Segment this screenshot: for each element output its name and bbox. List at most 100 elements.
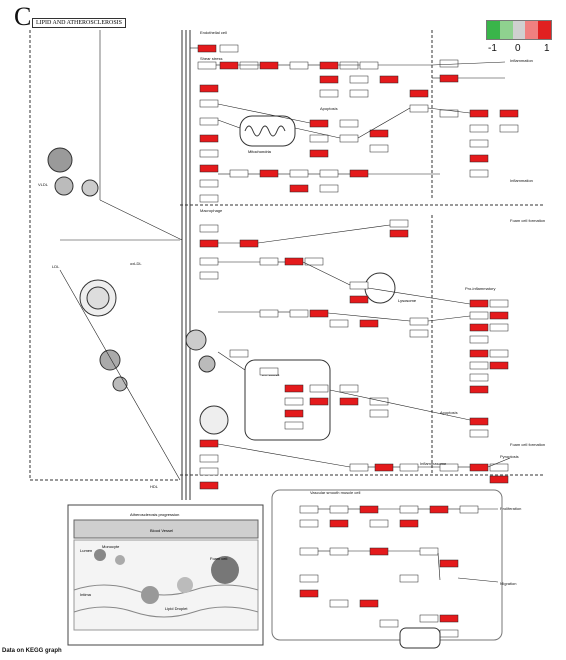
gene-node-upregulated[interactable]	[375, 464, 393, 471]
gene-node[interactable]	[470, 362, 488, 369]
gene-node[interactable]	[420, 548, 438, 555]
gene-node-upregulated[interactable]	[470, 324, 488, 331]
gene-node-upregulated[interactable]	[200, 440, 218, 447]
gene-node[interactable]	[490, 324, 508, 331]
gene-node[interactable]	[400, 575, 418, 582]
gene-node[interactable]	[340, 385, 358, 392]
gene-node-upregulated[interactable]	[300, 590, 318, 597]
gene-node-upregulated[interactable]	[470, 155, 488, 162]
gene-node-upregulated[interactable]	[200, 85, 218, 92]
gene-node-upregulated[interactable]	[200, 165, 218, 172]
gene-node[interactable]	[440, 630, 458, 637]
gene-node[interactable]	[285, 398, 303, 405]
gene-node-upregulated[interactable]	[470, 350, 488, 357]
gene-node-upregulated[interactable]	[220, 62, 238, 69]
gene-node[interactable]	[440, 60, 458, 67]
gene-node-upregulated[interactable]	[310, 150, 328, 157]
gene-node-upregulated[interactable]	[490, 476, 508, 483]
gene-node[interactable]	[260, 310, 278, 317]
gene-node-upregulated[interactable]	[200, 135, 218, 142]
gene-node[interactable]	[330, 320, 348, 327]
gene-node[interactable]	[200, 258, 218, 265]
gene-node[interactable]	[470, 336, 488, 343]
gene-node-upregulated[interactable]	[330, 520, 348, 527]
gene-node-upregulated[interactable]	[500, 110, 518, 117]
gene-node[interactable]	[300, 506, 318, 513]
gene-node[interactable]	[300, 520, 318, 527]
gene-node[interactable]	[200, 455, 218, 462]
gene-node[interactable]	[340, 62, 358, 69]
gene-node-upregulated[interactable]	[320, 62, 338, 69]
gene-node[interactable]	[330, 600, 348, 607]
gene-node-upregulated[interactable]	[440, 75, 458, 82]
gene-node-upregulated[interactable]	[430, 506, 448, 513]
gene-node[interactable]	[400, 506, 418, 513]
gene-node[interactable]	[350, 76, 368, 83]
gene-node[interactable]	[350, 90, 368, 97]
gene-node[interactable]	[300, 548, 318, 555]
gene-node[interactable]	[370, 145, 388, 152]
gene-node-upregulated[interactable]	[285, 410, 303, 417]
gene-node-upregulated[interactable]	[350, 170, 368, 177]
gene-node[interactable]	[340, 120, 358, 127]
gene-node-upregulated[interactable]	[285, 385, 303, 392]
gene-node-upregulated[interactable]	[470, 300, 488, 307]
gene-node-upregulated[interactable]	[320, 76, 338, 83]
gene-node-upregulated[interactable]	[360, 600, 378, 607]
gene-node[interactable]	[460, 506, 478, 513]
gene-node[interactable]	[310, 385, 328, 392]
gene-node[interactable]	[350, 464, 368, 471]
gene-node-upregulated[interactable]	[400, 520, 418, 527]
gene-node[interactable]	[470, 125, 488, 132]
gene-node-upregulated[interactable]	[490, 312, 508, 319]
gene-node-upregulated[interactable]	[410, 90, 428, 97]
gene-node[interactable]	[230, 170, 248, 177]
gene-node-upregulated[interactable]	[370, 548, 388, 555]
gene-node[interactable]	[380, 620, 398, 627]
gene-node[interactable]	[200, 195, 218, 202]
gene-node-upregulated[interactable]	[360, 320, 378, 327]
gene-node[interactable]	[310, 135, 328, 142]
gene-node-upregulated[interactable]	[260, 170, 278, 177]
gene-node-upregulated[interactable]	[470, 464, 488, 471]
gene-node[interactable]	[200, 225, 218, 232]
gene-node[interactable]	[350, 282, 368, 289]
gene-node[interactable]	[200, 100, 218, 107]
gene-node[interactable]	[200, 468, 218, 475]
gene-node-upregulated[interactable]	[360, 506, 378, 513]
gene-node[interactable]	[470, 312, 488, 319]
gene-node[interactable]	[390, 220, 408, 227]
gene-node-upregulated[interactable]	[440, 615, 458, 622]
gene-node[interactable]	[500, 125, 518, 132]
gene-node[interactable]	[198, 62, 216, 69]
gene-node-upregulated[interactable]	[310, 398, 328, 405]
gene-node-upregulated[interactable]	[310, 310, 328, 317]
gene-node-upregulated[interactable]	[470, 386, 488, 393]
gene-node[interactable]	[200, 272, 218, 279]
gene-node[interactable]	[370, 410, 388, 417]
gene-node[interactable]	[305, 258, 323, 265]
gene-node[interactable]	[470, 140, 488, 147]
gene-node[interactable]	[320, 90, 338, 97]
gene-node[interactable]	[370, 520, 388, 527]
gene-node-upregulated[interactable]	[390, 230, 408, 237]
gene-node-upregulated[interactable]	[310, 120, 328, 127]
gene-node[interactable]	[490, 300, 508, 307]
gene-node-upregulated[interactable]	[350, 296, 368, 303]
gene-node[interactable]	[290, 170, 308, 177]
gene-node-upregulated[interactable]	[380, 76, 398, 83]
gene-node[interactable]	[410, 105, 428, 112]
gene-node[interactable]	[410, 318, 428, 325]
gene-node-upregulated[interactable]	[290, 185, 308, 192]
gene-node-upregulated[interactable]	[260, 62, 278, 69]
gene-node[interactable]	[360, 62, 378, 69]
gene-node[interactable]	[400, 464, 418, 471]
gene-node[interactable]	[230, 350, 248, 357]
gene-node-upregulated[interactable]	[440, 560, 458, 567]
gene-node[interactable]	[330, 506, 348, 513]
gene-node-upregulated[interactable]	[490, 362, 508, 369]
gene-node-upregulated[interactable]	[470, 418, 488, 425]
gene-node[interactable]	[320, 185, 338, 192]
gene-node[interactable]	[200, 150, 218, 157]
gene-node-upregulated[interactable]	[200, 240, 218, 247]
